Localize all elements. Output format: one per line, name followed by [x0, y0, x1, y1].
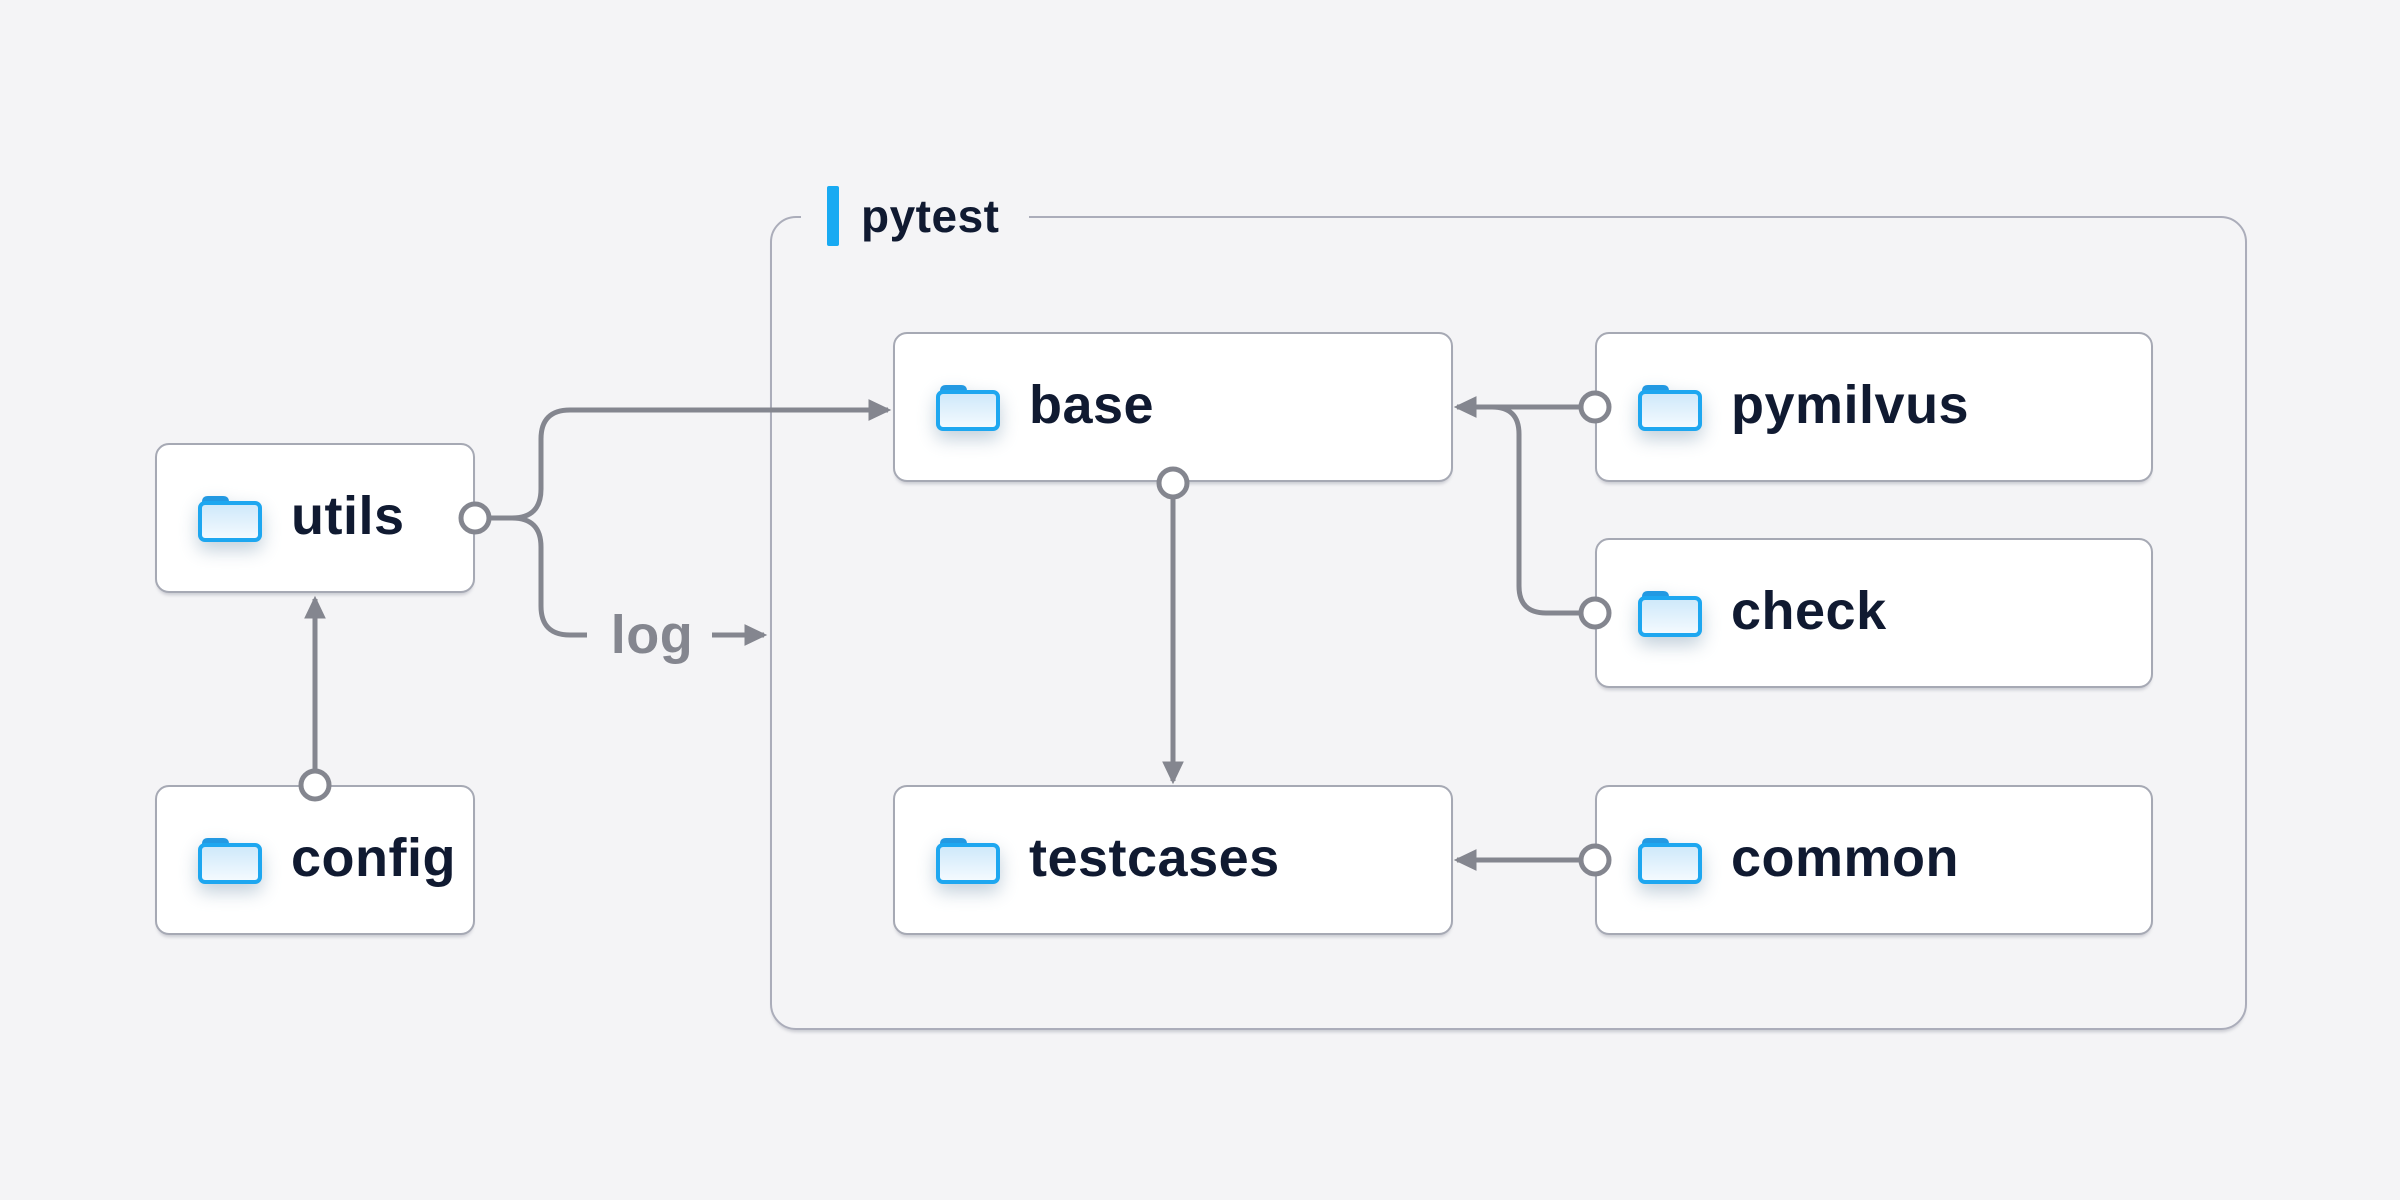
node-label: base — [1029, 375, 1155, 435]
node-config: config — [155, 785, 475, 935]
node-utils: utils — [155, 443, 475, 593]
folder-icon — [1638, 838, 1702, 884]
node-label: config — [291, 828, 456, 888]
node-check: check — [1595, 538, 2153, 688]
node-label: common — [1731, 828, 1960, 888]
pytest-group-box — [770, 216, 2247, 1030]
accent-bar-icon — [827, 186, 839, 246]
folder-icon — [1638, 591, 1702, 637]
node-common: common — [1595, 785, 2153, 935]
node-label: testcases — [1029, 828, 1280, 888]
folder-icon — [1638, 385, 1702, 431]
node-pymilvus: pymilvus — [1595, 332, 2153, 482]
folder-icon — [936, 385, 1000, 431]
node-label: utils — [291, 486, 405, 546]
edge-utils-log — [489, 515, 587, 638]
folder-icon — [198, 838, 262, 884]
pytest-group-label: pytest — [801, 181, 1030, 251]
node-base: base — [893, 332, 1453, 482]
folder-icon — [198, 496, 262, 542]
node-testcases: testcases — [893, 785, 1453, 935]
edge-label-log: log — [610, 605, 694, 665]
node-label: pymilvus — [1731, 375, 1970, 435]
group-title: pytest — [861, 190, 1000, 242]
node-label: check — [1731, 581, 1887, 641]
folder-icon — [936, 838, 1000, 884]
